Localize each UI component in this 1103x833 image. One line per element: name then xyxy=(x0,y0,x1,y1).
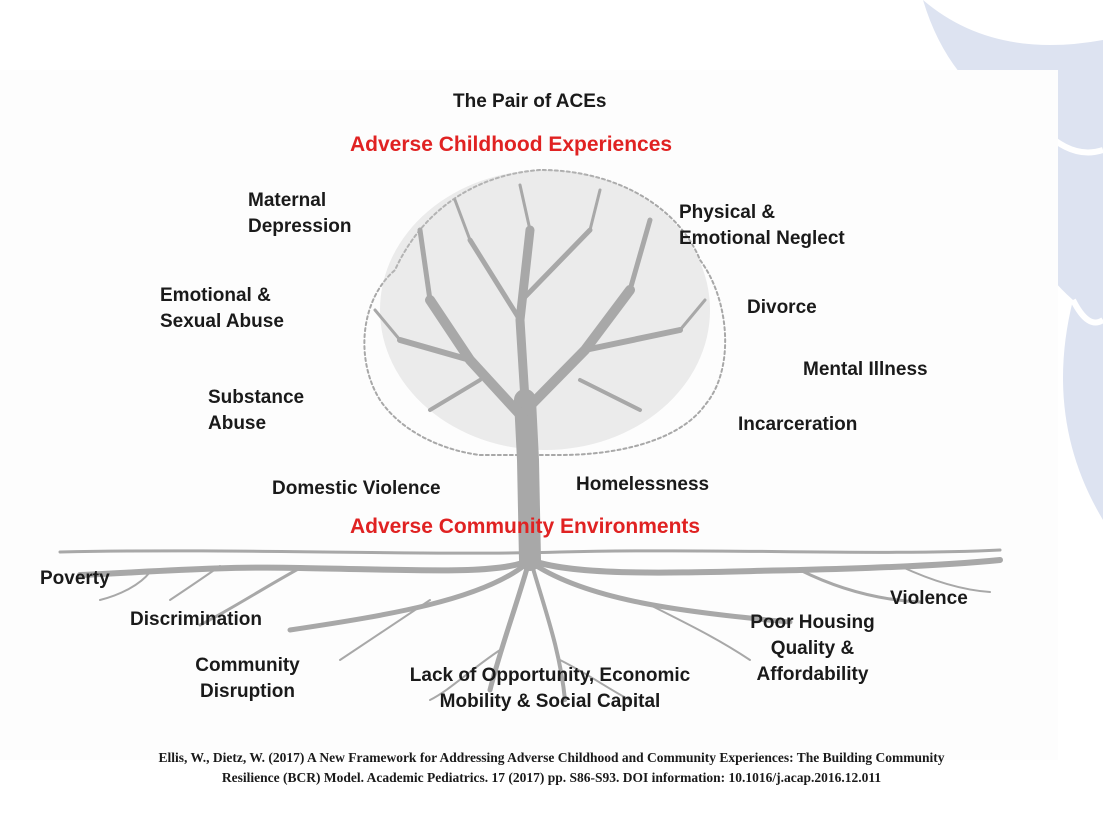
label-community-disruption: Community Disruption xyxy=(195,655,300,702)
label-violence: Violence xyxy=(890,588,968,609)
label-poor-housing: Poor Housing Quality & Affordability xyxy=(750,612,875,685)
community-environments-heading: Adverse Community Environments xyxy=(350,515,701,538)
label-physical-emotional-neglect: Physical & Emotional Neglect xyxy=(679,202,845,249)
citation-line-2: Resilience (BCR) Model. Academic Pediatr… xyxy=(221,770,882,785)
childhood-experiences-heading: Adverse Childhood Experiences xyxy=(350,133,673,156)
citation: Ellis, W., Dietz, W. (2017) A New Framew… xyxy=(30,748,1073,788)
label-lack-of-opportunity: Lack of Opportunity, Economic Mobility &… xyxy=(409,665,691,712)
label-homelessness: Homelessness xyxy=(576,474,710,495)
label-maternal-depression: Maternal Depression xyxy=(248,190,352,237)
label-poverty: Poverty xyxy=(40,568,110,589)
label-domestic-violence: Domestic Violence xyxy=(272,478,441,499)
label-divorce: Divorce xyxy=(747,297,817,318)
tree-illustration xyxy=(58,168,1003,702)
citation-line-1: Ellis, W., Dietz, W. (2017) A New Framew… xyxy=(158,750,945,765)
label-substance-abuse: Substance Abuse xyxy=(208,387,305,434)
label-incarceration: Incarceration xyxy=(738,414,858,435)
label-emotional-sexual-abuse: Emotional & Sexual Abuse xyxy=(160,285,284,332)
label-mental-illness: Mental Illness xyxy=(803,359,928,380)
label-discrimination: Discrimination xyxy=(130,609,262,630)
diagram-title: The Pair of ACEs xyxy=(453,91,607,112)
